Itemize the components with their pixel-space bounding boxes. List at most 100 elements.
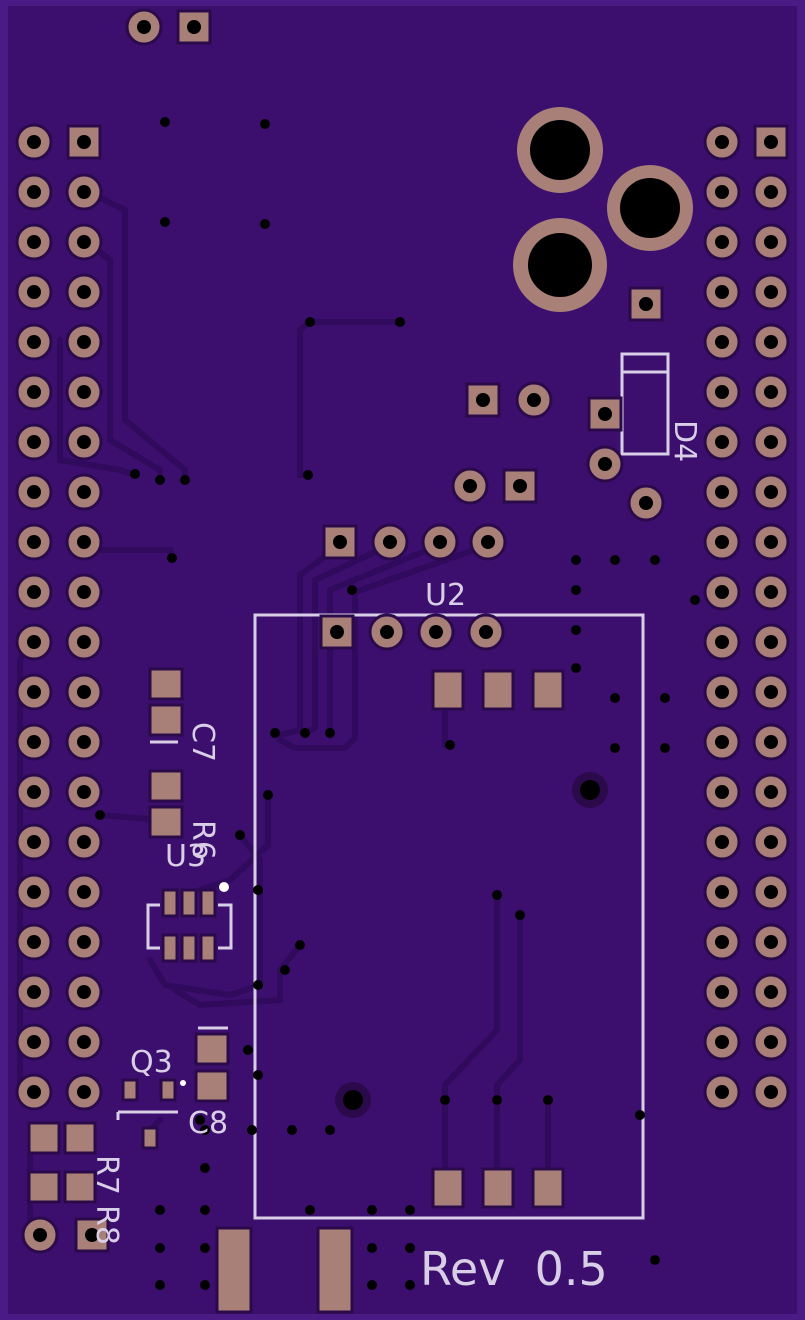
u2-smd-pad <box>531 1167 565 1209</box>
header-right-pin <box>752 473 790 511</box>
via <box>155 1243 165 1253</box>
label-c7: C7 <box>185 722 220 762</box>
header-left-pin <box>15 273 53 311</box>
u3-pad <box>199 933 217 963</box>
u2-smd-pad <box>431 1167 465 1209</box>
header-right-pin <box>703 773 741 811</box>
header-left-pin <box>15 923 53 961</box>
header-left-pin <box>15 173 53 211</box>
tht-pad <box>465 382 501 418</box>
label-r8: R8 <box>89 1205 124 1245</box>
u2-smd-pad <box>431 669 465 711</box>
header-right-pin <box>752 873 790 911</box>
via <box>200 1243 210 1253</box>
header-right-pin <box>752 273 790 311</box>
header-right-pin <box>752 923 790 961</box>
via <box>571 625 581 635</box>
u2-pin <box>368 613 406 651</box>
header-left-pin <box>15 723 53 761</box>
via <box>200 1280 210 1290</box>
r7-pad <box>27 1121 61 1155</box>
header-right-pin <box>703 323 741 361</box>
header-right-pin <box>752 323 790 361</box>
via <box>200 1205 210 1215</box>
header-right-pin <box>703 523 741 561</box>
edge-pad <box>316 1226 354 1314</box>
via <box>405 1280 415 1290</box>
header-right-pin <box>703 673 741 711</box>
u2-pin <box>371 523 409 561</box>
u2-pin <box>421 523 459 561</box>
header-left-pin <box>65 373 103 411</box>
via <box>270 728 280 738</box>
u2-pin <box>469 523 507 561</box>
via <box>610 555 620 565</box>
via <box>303 470 313 480</box>
header-left-pin <box>65 773 103 811</box>
header-right-pin <box>703 123 741 161</box>
u2-pin <box>467 613 505 651</box>
via <box>367 1205 377 1215</box>
label-r6: R6 <box>185 820 220 860</box>
header-right-pin <box>703 623 741 661</box>
header-left-pin <box>65 923 103 961</box>
via <box>260 219 270 229</box>
tht-pad <box>628 286 664 322</box>
q3-pad <box>159 1078 177 1102</box>
tooling-holes <box>335 107 693 1118</box>
bottom-connector-pin-1 <box>74 1217 110 1253</box>
via <box>130 469 140 479</box>
header-right-pin <box>703 1023 741 1061</box>
u3-pad <box>180 888 198 918</box>
via <box>253 1070 263 1080</box>
header-left-pin <box>15 623 53 661</box>
header-right-pin-1 <box>753 124 789 160</box>
bottom-connector-pin <box>21 1216 59 1254</box>
header-right-pin <box>703 273 741 311</box>
u3-pad <box>161 933 179 963</box>
header-right-pin <box>752 723 790 761</box>
label-r7: R7 <box>89 1155 124 1195</box>
top-connector-pin-1 <box>176 9 212 45</box>
via <box>571 555 581 565</box>
via <box>492 1095 502 1105</box>
via <box>660 743 670 753</box>
via <box>571 663 581 673</box>
c8-pad <box>194 1069 230 1103</box>
header-left-pin-1 <box>66 124 102 160</box>
via <box>635 1110 645 1120</box>
u3-pin1-marker <box>219 882 229 892</box>
via <box>155 475 165 485</box>
header-left-pin <box>15 1023 53 1061</box>
via <box>195 1115 205 1125</box>
q3-pin1-marker <box>180 1080 186 1086</box>
via <box>610 743 620 753</box>
via <box>660 693 670 703</box>
header-left-pin <box>15 573 53 611</box>
header-right-pin <box>752 223 790 261</box>
header-left-pin <box>65 573 103 611</box>
via <box>492 890 502 900</box>
via <box>347 585 357 595</box>
r8-pad <box>63 1170 97 1204</box>
via <box>650 1255 660 1265</box>
header-left-pin <box>15 1073 53 1111</box>
via <box>440 1095 450 1105</box>
header-right-pin <box>752 773 790 811</box>
label-q3: Q3 <box>130 1045 173 1080</box>
header-left-pin <box>65 673 103 711</box>
header-left-pin <box>15 973 53 1011</box>
header-right-pin <box>703 923 741 961</box>
via <box>305 317 315 327</box>
header-right-pin <box>752 823 790 861</box>
via <box>95 810 105 820</box>
header-left-pin <box>65 1073 103 1111</box>
header-right-pin <box>703 173 741 211</box>
via <box>405 1243 415 1253</box>
u2-pin <box>319 614 355 650</box>
tht-pad <box>502 468 538 504</box>
tht-pad <box>515 381 553 419</box>
via <box>260 119 270 129</box>
header-right-pin <box>703 423 741 461</box>
header-left-pin <box>65 473 103 511</box>
